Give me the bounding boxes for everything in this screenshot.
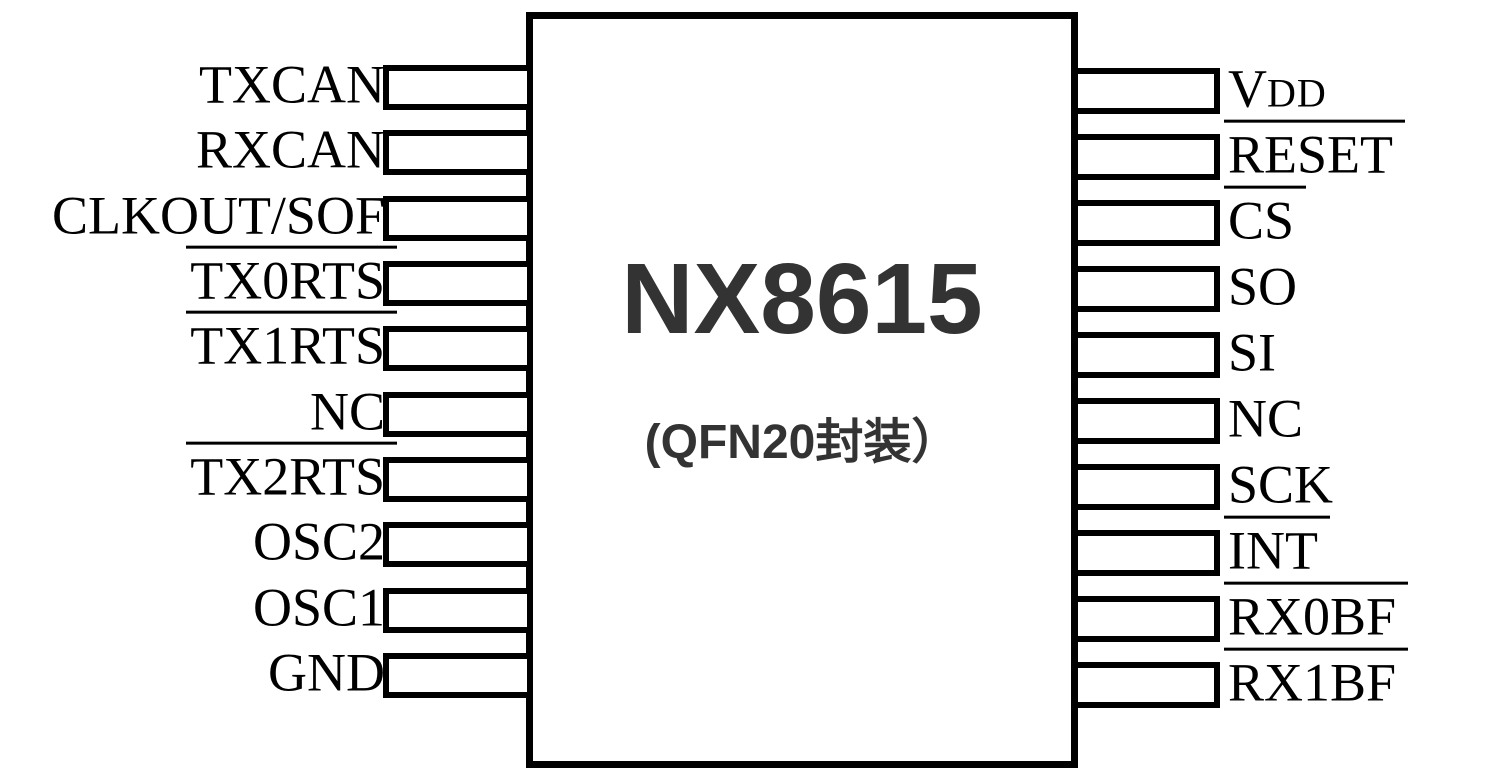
pin-label-vdd: VDD [1228, 58, 1327, 119]
pin-left-rxcan: RXCAN [196, 121, 533, 177]
pin-left-tx2rts: TX2RTS [186, 441, 533, 504]
chip-subtitle: (QFN20封装） [644, 416, 960, 469]
pin-label-txcan: TXCAN [199, 54, 385, 115]
pin-left-clkout-sof: CLKOUT/SOF [52, 187, 533, 243]
chip-body: NX8615 (QFN20封装） [526, 12, 1078, 768]
pin-label-gnd: GND [268, 642, 385, 703]
pin-right-sck: SCK [1072, 456, 1333, 513]
pin-label-rxcan: RXCAN [195, 119, 385, 180]
pin-right-cs: CS [1072, 185, 1307, 249]
pin-label-int: INT [1224, 515, 1330, 580]
pin-left-osc1: OSC1 [253, 579, 533, 635]
pin-label-osc1: OSC1 [252, 577, 385, 638]
pin-right-reset: RESET [1072, 119, 1406, 183]
pin-right-so: SO [1072, 258, 1297, 315]
pin-label-tx2rts: TX2RTS [186, 441, 397, 505]
chip-title: NX8615 [621, 243, 983, 355]
pin-right-vdd: VDD [1072, 60, 1326, 117]
pin-right-rx0bf: RX0BF [1072, 581, 1409, 645]
pin-label-rx1bf: RX1BF [1224, 647, 1409, 712]
pin-label-clkout-sof: CLKOUT/SOF [51, 185, 385, 246]
pin-left-nc: NC [310, 383, 533, 439]
pin-right-rx1bf: RX1BF [1072, 647, 1409, 711]
pin-label-cs: CS [1224, 185, 1307, 250]
pin-label-tx0rts: TX0RTS [186, 245, 397, 309]
pin-label-osc2: OSC2 [252, 511, 385, 572]
pin-label-so: SO [1228, 256, 1298, 317]
pin-left-tx1rts: TX1RTS [186, 310, 533, 373]
pin-left-tx0rts: TX0RTS [186, 245, 533, 308]
pin-label-si: SI [1228, 322, 1277, 383]
pin-label-rx0bf: RX0BF [1224, 581, 1409, 646]
pin-label-reset: RESET [1224, 119, 1406, 184]
pin-left-osc2: OSC2 [253, 513, 533, 569]
pin-label-nc-right: NC [1228, 388, 1304, 449]
pin-right-si: SI [1072, 324, 1276, 381]
pin-left-gnd: GND [268, 644, 533, 700]
pin-right-int: INT [1072, 515, 1330, 579]
pin-label-sck: SCK [1228, 454, 1334, 515]
pin-label-tx1rts: TX1RTS [186, 310, 397, 374]
pin-right-nc: NC [1072, 390, 1303, 447]
pin-label-nc-left: NC [309, 381, 385, 442]
pin-left-txcan: TXCAN [199, 56, 533, 112]
